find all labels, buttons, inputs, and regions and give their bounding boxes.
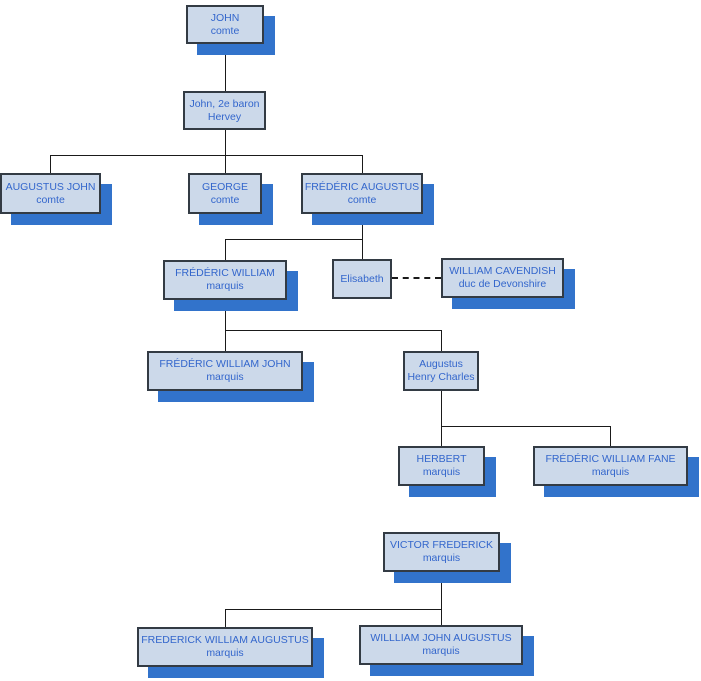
connector-frederic-augustus-children-bus xyxy=(225,239,363,240)
person-name: FRÉDÉRIC WILLIAM FANE xyxy=(545,453,676,465)
person-title: comte xyxy=(36,193,65,206)
person-name: Augustus Henry Charles xyxy=(407,358,475,383)
person-title: marquis xyxy=(591,466,630,478)
person-title: duc de Devonshire xyxy=(458,278,547,290)
node-george: GEORGE comte xyxy=(188,173,262,214)
person-title: marquis xyxy=(206,647,244,659)
person-title: marquis xyxy=(422,552,461,564)
connector-drop-frederic-william-fane xyxy=(610,426,611,446)
connector-john-hervey xyxy=(225,44,226,91)
node-frederic-william-fane: FRÉDÉRIC WILLIAM FANE marquis xyxy=(533,446,688,486)
connector-drop-augustus-john xyxy=(50,155,51,173)
connector-augustus-henry-charles-children-bus xyxy=(441,426,611,427)
connector-victor-frederick-children-bus xyxy=(225,609,442,610)
node-hervey: John, 2e baron Hervey xyxy=(183,91,266,130)
person-name: WILLLIAM JOHN AUGUSTUS xyxy=(370,632,512,644)
node-frederic-william: FRÉDÉRIC WILLIAM marquis xyxy=(163,260,287,300)
connector-drop-frederick-william-augustus xyxy=(225,609,226,627)
connector-hervey-children-bus xyxy=(50,155,363,156)
node-herbert: HERBERT marquis xyxy=(398,446,485,486)
person-name: GEORGE xyxy=(201,180,249,193)
person-title: marquis xyxy=(206,371,244,383)
node-victor-frederick: VICTOR FREDERICK marquis xyxy=(383,532,500,572)
connector-drop-herbert xyxy=(441,426,442,446)
person-name: FRÉDÉRIC AUGUSTUS xyxy=(304,180,420,193)
node-frederic-william-john: FRÉDÉRIC WILLIAM JOHN marquis xyxy=(147,351,303,391)
node-john: JOHN comte xyxy=(186,5,264,44)
connector-victor-frederick-down xyxy=(441,572,442,609)
person-title: marquis xyxy=(422,645,460,657)
connector-frederic-william-down xyxy=(225,300,226,330)
connector-frederic-william-children-bus xyxy=(225,330,442,331)
node-frederic-augustus: FRÉDÉRIC AUGUSTUS comte xyxy=(301,173,423,214)
node-augustus-henry-charles: Augustus Henry Charles xyxy=(403,351,479,391)
connector-drop-elisabeth xyxy=(362,239,363,259)
connector-elisabeth-cavendish-marriage xyxy=(392,277,441,279)
connector-drop-augustus-henry-charles xyxy=(441,330,442,351)
connector-frederic-augustus-down xyxy=(362,213,363,239)
person-title: marquis xyxy=(422,466,461,478)
connector-hervey-down xyxy=(225,129,226,174)
node-augustus-john: AUGUSTUS JOHN comte xyxy=(0,173,101,214)
person-name: FREDERICK WILLIAM AUGUSTUS xyxy=(141,634,309,646)
node-elisabeth: Elisabeth xyxy=(332,259,392,299)
person-name: JOHN xyxy=(210,11,240,24)
node-willliam-john-augustus: WILLLIAM JOHN AUGUSTUS marquis xyxy=(359,625,523,665)
person-name: Elisabeth xyxy=(340,272,384,285)
connector-drop-frederic-william xyxy=(225,239,226,260)
node-william-cavendish: WILLIAM CAVENDISH duc de Devonshire xyxy=(441,258,564,298)
connector-augustus-henry-charles-down xyxy=(441,391,442,426)
person-name: John, 2e baron Hervey xyxy=(189,97,260,123)
connector-drop-willliam-john-augustus xyxy=(441,609,442,625)
node-frederick-william-augustus: FREDERICK WILLIAM AUGUSTUS marquis xyxy=(137,627,313,667)
connector-drop-frederic-augustus xyxy=(362,155,363,173)
connector-drop-frederic-william-john xyxy=(225,330,226,351)
person-title: comte xyxy=(347,193,377,206)
person-title: marquis xyxy=(206,280,244,292)
person-name: AUGUSTUS JOHN xyxy=(5,180,96,193)
person-name: VICTOR FREDERICK xyxy=(389,539,494,551)
person-title: comte xyxy=(210,24,240,37)
person-title: comte xyxy=(210,193,240,206)
person-name: HERBERT xyxy=(416,453,467,465)
person-name: FRÉDÉRIC WILLIAM xyxy=(175,267,275,279)
person-name: FRÉDÉRIC WILLIAM JOHN xyxy=(159,358,291,370)
person-name: WILLIAM CAVENDISH xyxy=(449,265,556,277)
